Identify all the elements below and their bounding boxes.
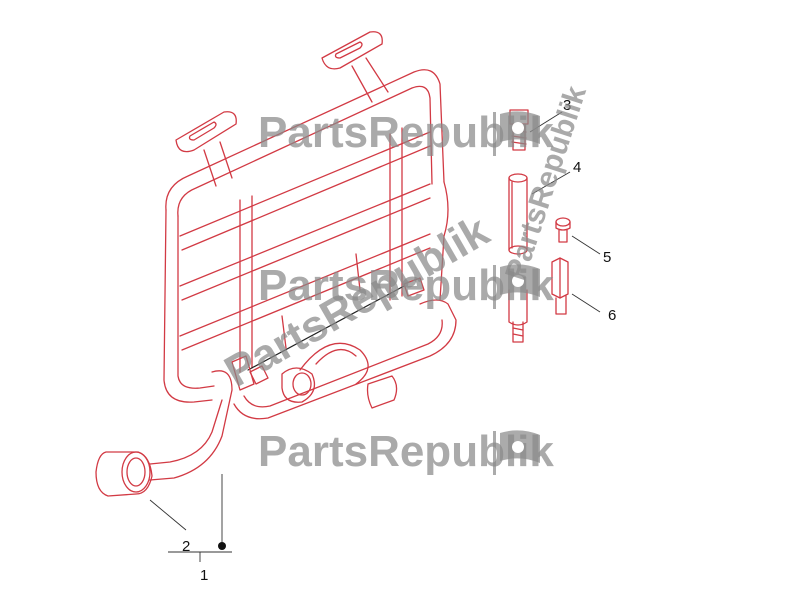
reference-dot [218, 542, 226, 550]
spacer-part-4 [508, 173, 528, 343]
gear-flag-icon [493, 264, 540, 309]
watermark-middle: PartsRepublik [258, 261, 554, 310]
hex-spacer-part-6 [551, 257, 569, 315]
callout-5: 5 [603, 249, 611, 266]
gear-flag-icon [493, 111, 540, 156]
callout-2: 2 [182, 538, 190, 555]
rubber-cap-part [95, 451, 153, 497]
screw-part-5 [555, 217, 571, 243]
callout-1: 1 [200, 567, 208, 584]
luggage-rack-frame [149, 31, 457, 481]
leader-lines [149, 111, 601, 562]
gear-flag-icon [493, 430, 540, 475]
callout-4: 4 [573, 159, 581, 176]
watermark-top: PartsRepublik [258, 108, 554, 157]
callout-6: 6 [608, 307, 616, 324]
watermark-bottom: PartsRepublik [258, 427, 554, 476]
callout-3: 3 [563, 97, 571, 114]
